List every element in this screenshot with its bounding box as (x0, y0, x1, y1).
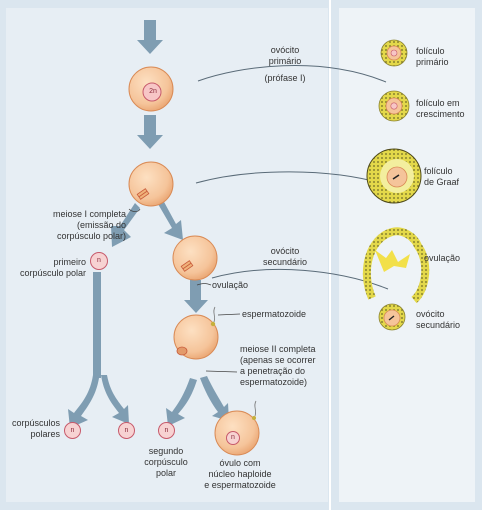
label-ovocito-secundario: ovócito secundário (262, 246, 308, 267)
nucleus-2n: 2n (149, 88, 157, 95)
polar-body-a: n (64, 422, 81, 439)
label-segundo-corpusculo: segundo corpúsculo polar (144, 446, 188, 478)
polar-body-b: n (118, 422, 135, 439)
arrow-top-2 (137, 115, 163, 149)
label-profase: (prófase I) (264, 73, 306, 83)
arrow-top-1 (137, 20, 163, 54)
follicle-graaf (366, 148, 422, 204)
arrow-stalk-left (93, 272, 101, 378)
label-meiose-1: meiose I completa (emissão do corpúsculo… (52, 209, 126, 241)
arrow-split-left-b (101, 375, 129, 424)
arrow-split-left-a (68, 375, 99, 428)
connector-graaf (195, 171, 385, 185)
label-espermatozoide: espermatozoide (242, 309, 307, 319)
arrow-mid (184, 280, 208, 313)
arrow-left-branch (111, 203, 140, 247)
label-meiose-2: meiose II completa (apenas se ocorrer a … (240, 344, 316, 387)
right-panel-inner (339, 8, 475, 502)
arrow-split-right-b (200, 376, 229, 421)
ovum-nucleus: n (226, 431, 240, 445)
first-polar-body-cell: n (90, 252, 108, 270)
secondary-oocyte-cell (172, 235, 218, 281)
connector-primary (197, 65, 387, 83)
flow-arrows (68, 20, 229, 428)
meiosis-two-cell (173, 306, 219, 360)
primary-oocyte-cell (128, 66, 174, 112)
follicle-secondary-oocyte (378, 303, 406, 331)
label-foliculo-graaf: folículo de Graaf (424, 166, 460, 187)
label-ovulacao-left: ovulação (212, 280, 249, 290)
label-ovocito-secundario-right: ovócito secundário (416, 309, 461, 330)
follicle-growing (378, 90, 410, 122)
label-foliculo-crescimento: folículo em crescimento (416, 98, 465, 119)
ovulation-follicle (362, 227, 430, 304)
label-ovulo: óvulo com núcleo haploide e espermatozoi… (204, 458, 276, 490)
leader-lines (128, 208, 241, 373)
arrow-right-branch (158, 200, 183, 240)
second-polar-body-cell: n (158, 422, 175, 439)
label-primeiro-corpusculo: primeiro corpúsculo polar (19, 257, 86, 278)
label-foliculo-primario: folículo primário (416, 46, 449, 67)
label-corpusculos-polares: corpúsculos polares (11, 418, 60, 439)
label-ovulacao-right: ovulação (424, 253, 461, 263)
arrow-split-right-a (166, 378, 197, 426)
follicle-primary (380, 39, 408, 67)
label-ovocito-primario: ovócito primário (268, 45, 302, 66)
meiosis-one-cell (128, 161, 174, 207)
